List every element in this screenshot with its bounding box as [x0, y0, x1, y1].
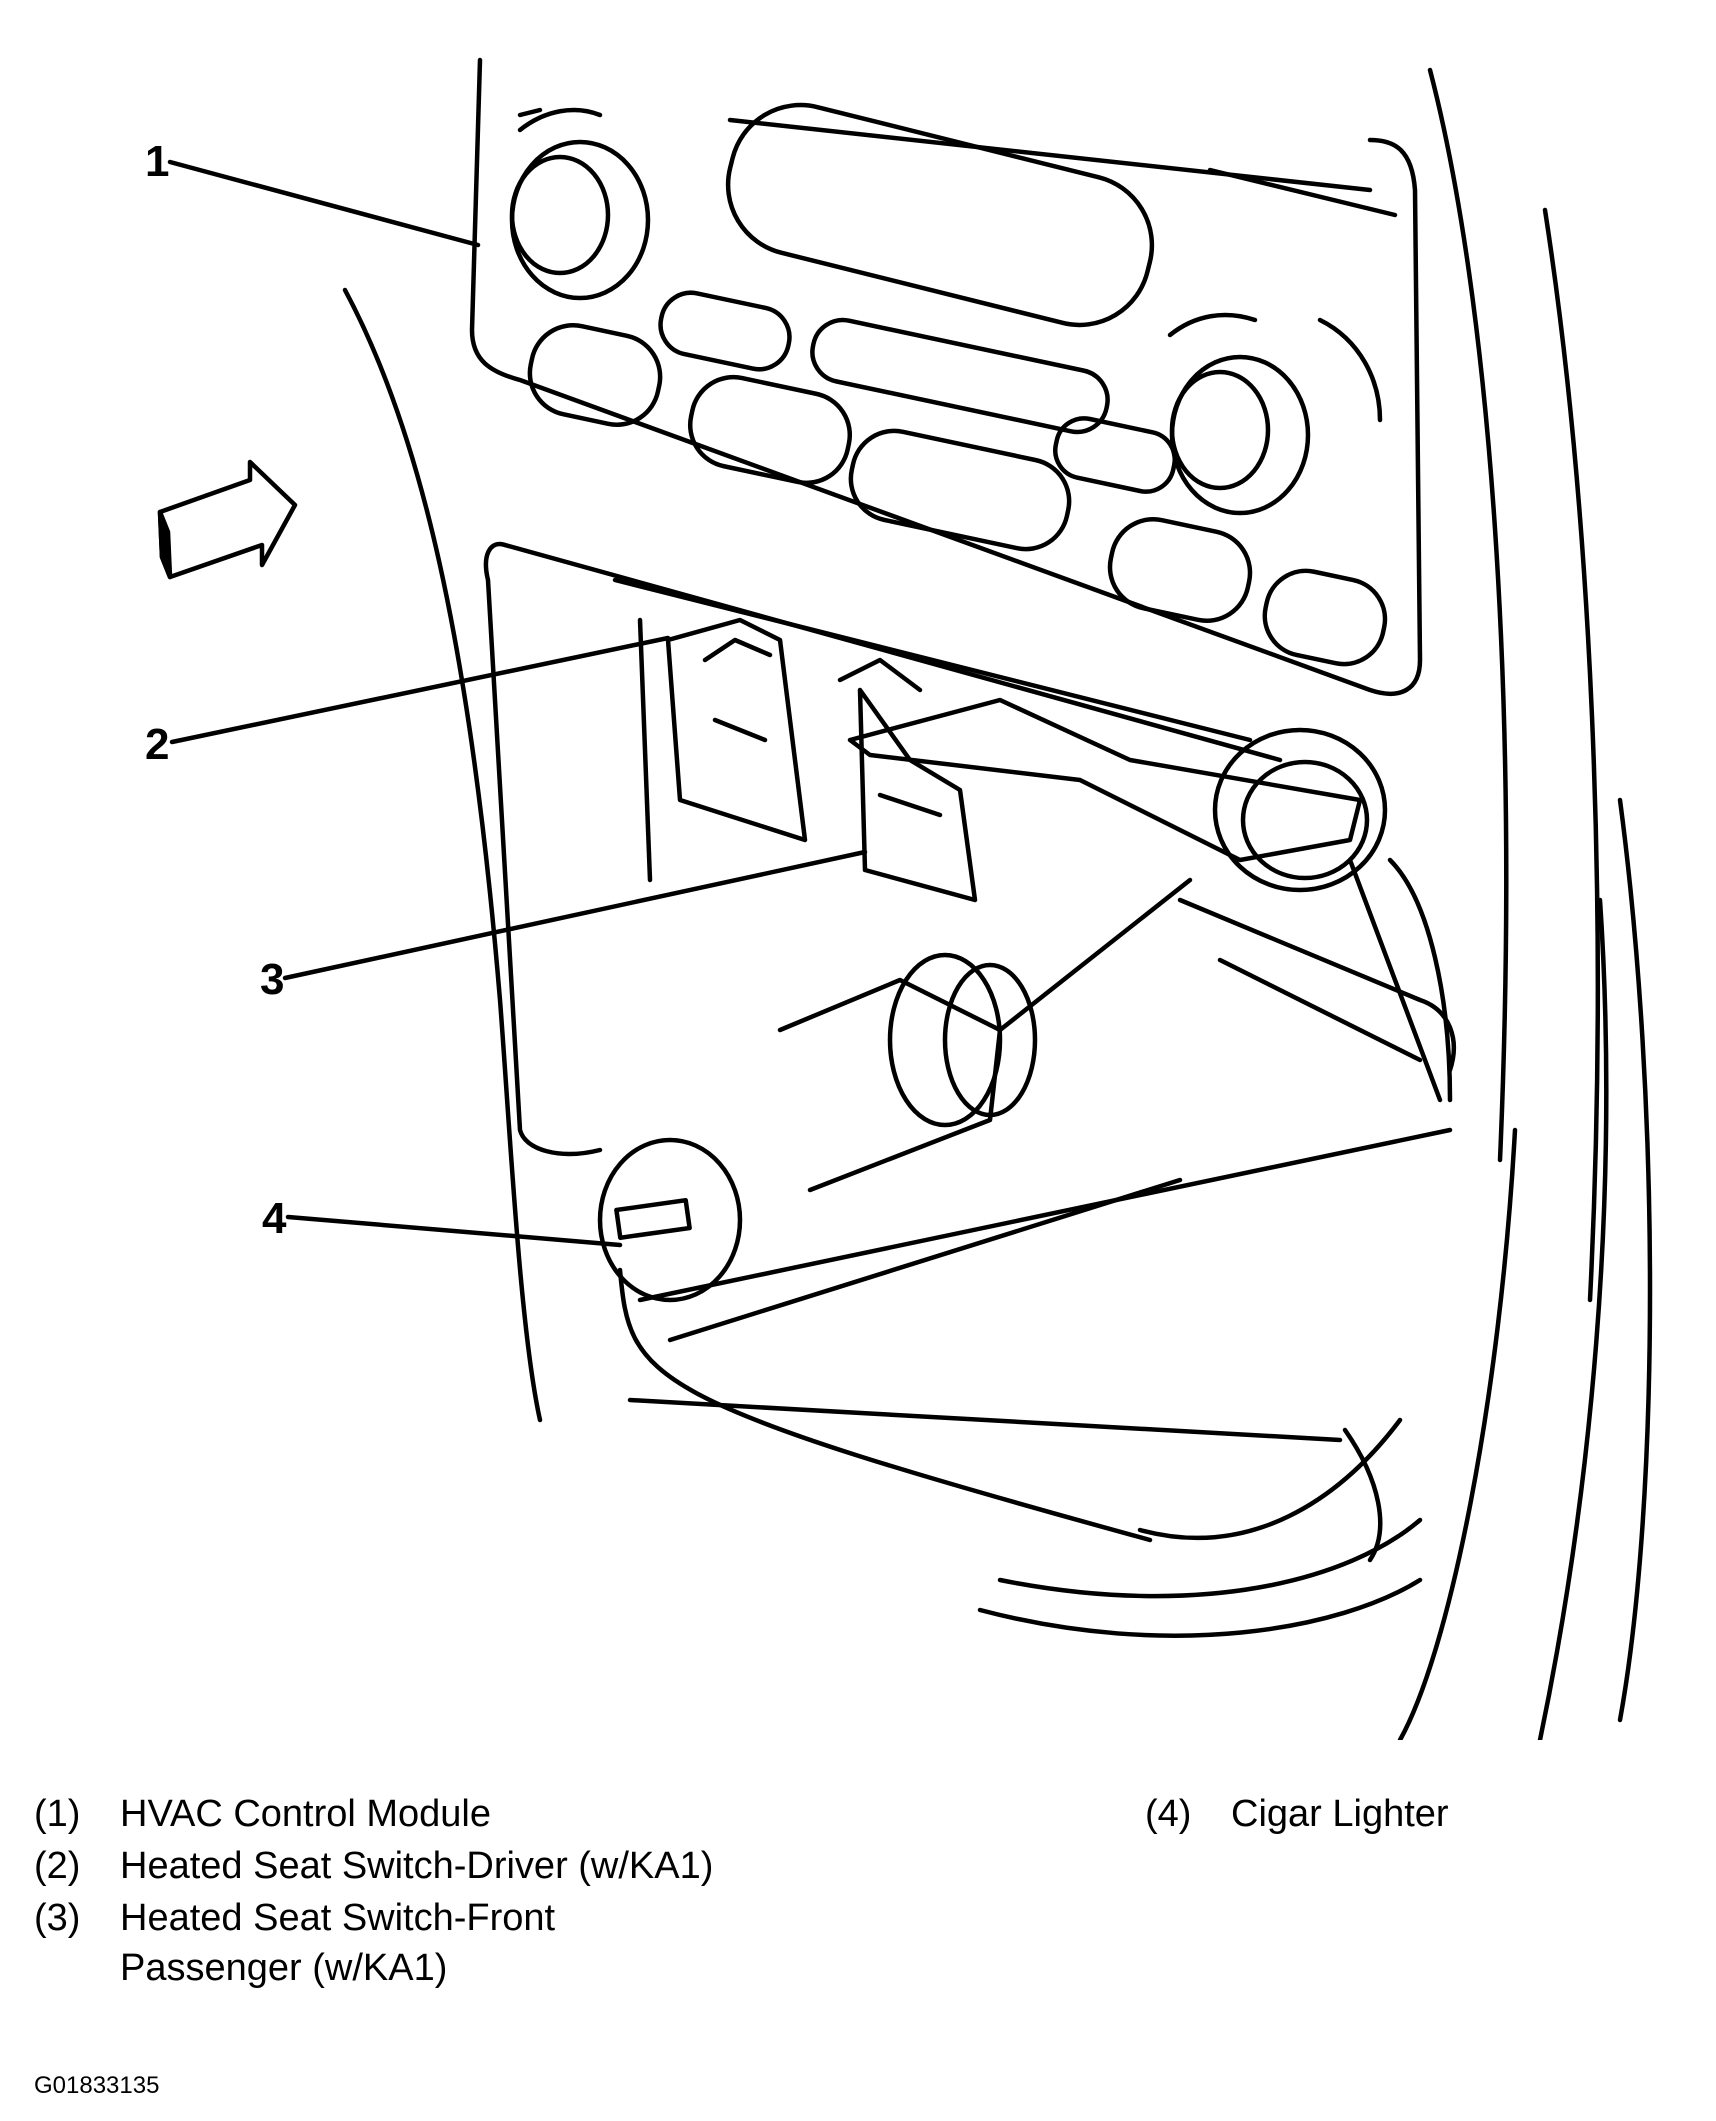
passenger-heated-seat-switch: [837, 657, 978, 903]
legend-label: HVAC Control Module: [120, 1793, 492, 1835]
leader-line-4: [285, 1214, 623, 1248]
fan-knob-icon: [1167, 312, 1383, 516]
legend-number: (4): [1145, 1793, 1192, 1835]
hvac-control-module: [469, 57, 1423, 696]
dashboard-center-console-diagram: [157, 57, 1653, 1740]
legend-label: Heated Seat Switch-Front: [120, 1897, 556, 1939]
legend-item-2: (2) Heated Seat Switch-Driver (w/KA1): [34, 1842, 794, 1890]
cigar-lighter-socket: [1212, 727, 1388, 893]
leader-line-2: [169, 635, 671, 745]
cigar-lighter: [597, 877, 1193, 1303]
legend-item-1: (1) HVAC Control Module: [34, 1790, 794, 1838]
legend-item-3: (3) Heated Seat Switch-Front Passenger (…: [34, 1894, 794, 1990]
legend-label-continued: Passenger (w/KA1): [120, 1947, 448, 1989]
legend-item-4: (4) Cigar Lighter: [1145, 1790, 1645, 1838]
leader-lines: [167, 159, 868, 1248]
legend-number: (2): [34, 1845, 81, 1887]
leader-line-3: [282, 849, 868, 981]
callout-3: 3: [260, 955, 285, 1004]
view-direction-arrow-icon: [157, 459, 298, 580]
legend-number: (1): [34, 1793, 81, 1835]
legend-label: Cigar Lighter: [1231, 1793, 1449, 1835]
dash-outline: [342, 67, 1653, 1740]
callout-4: 4: [262, 1194, 287, 1243]
accessory-panel: [847, 697, 1363, 863]
callout-2: 2: [145, 720, 170, 769]
leader-line-1: [167, 159, 481, 248]
console-recess: [483, 541, 1456, 1638]
temperature-knob-icon: [509, 107, 651, 301]
driver-heated-seat-switch: [665, 617, 808, 843]
legend-number: (3): [34, 1897, 81, 1939]
figure-code: G01833135: [34, 2072, 160, 2099]
legend-label: Heated Seat Switch-Driver (w/KA1): [120, 1845, 714, 1887]
callout-1: 1: [145, 137, 170, 186]
